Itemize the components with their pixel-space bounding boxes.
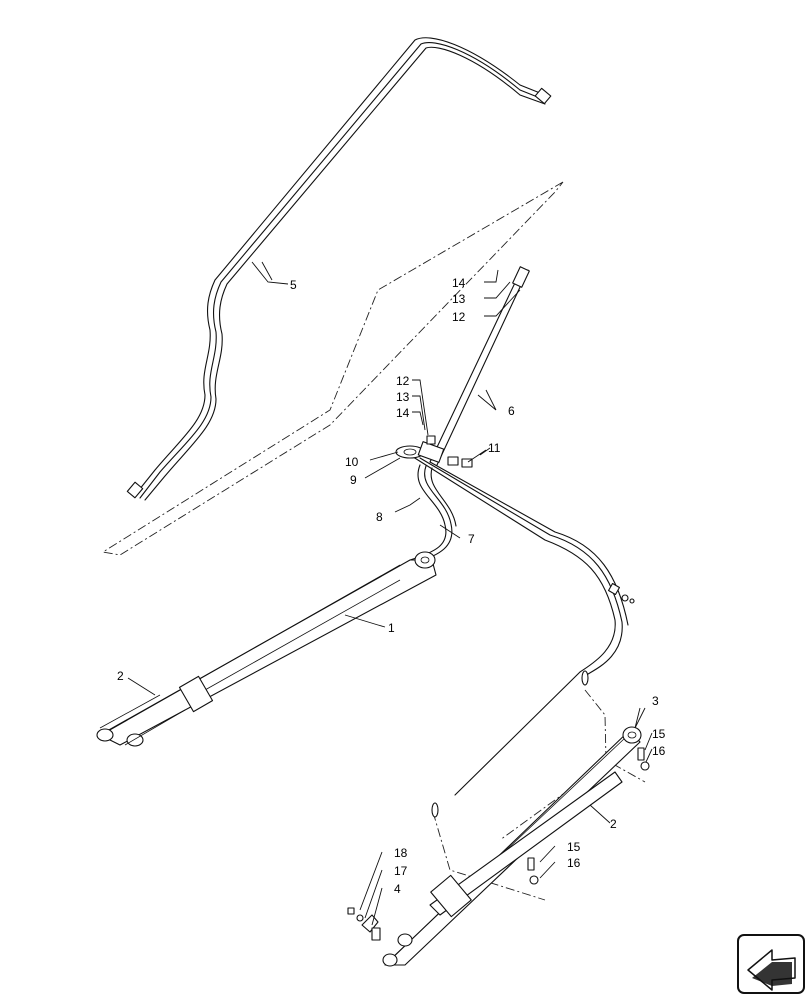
callout-9: 9: [350, 473, 357, 487]
reference-frame-outline: [101, 181, 564, 556]
callout-3: 3: [652, 694, 659, 708]
callout-7: 7: [468, 532, 475, 546]
callout-17: 17: [394, 864, 408, 878]
pipe-to-cylinder-3: [409, 454, 629, 796]
reference-line-lower: [432, 689, 646, 901]
callout-2-lower: 2: [610, 817, 617, 831]
cylinder-3: [382, 726, 642, 967]
callout-13-lower: 13: [396, 390, 410, 404]
leader-lines: [127, 261, 653, 926]
callout-14-upper: 14: [452, 276, 466, 290]
callout-12-upper: 12: [452, 310, 466, 324]
hoses-7-8: [409, 464, 457, 564]
callout-2-upper: 2: [117, 669, 124, 683]
callout-16-lower: 16: [567, 856, 581, 870]
manifold-block: [395, 435, 473, 468]
callout-11: 11: [488, 441, 501, 455]
callout-1: 1: [388, 621, 395, 635]
arrow-left-icon: [747, 949, 796, 991]
cylinder-1: [96, 551, 437, 747]
callout-16-upper: 16: [652, 744, 666, 758]
nav-arrow-button[interactable]: [737, 934, 805, 994]
callout-14-lower: 14: [396, 406, 410, 420]
pipe-5: [126, 37, 552, 501]
hardware-15-16-upper: [637, 747, 650, 771]
callout-6: 6: [508, 404, 515, 418]
callout-5: 5: [290, 278, 297, 292]
fittings-right: [431, 582, 635, 818]
callout-18: 18: [394, 846, 408, 860]
callout-4: 4: [394, 882, 401, 896]
callout-13-upper: 13: [452, 292, 466, 306]
callout-12-lower: 12: [396, 374, 410, 388]
callout-10: 10: [345, 455, 359, 469]
hardware-15-16-lower: [527, 857, 539, 885]
pipe-6: [429, 266, 530, 466]
callout-8: 8: [376, 510, 383, 524]
callout-15-lower: 15: [567, 840, 581, 854]
callout-15-upper: 15: [652, 727, 666, 741]
